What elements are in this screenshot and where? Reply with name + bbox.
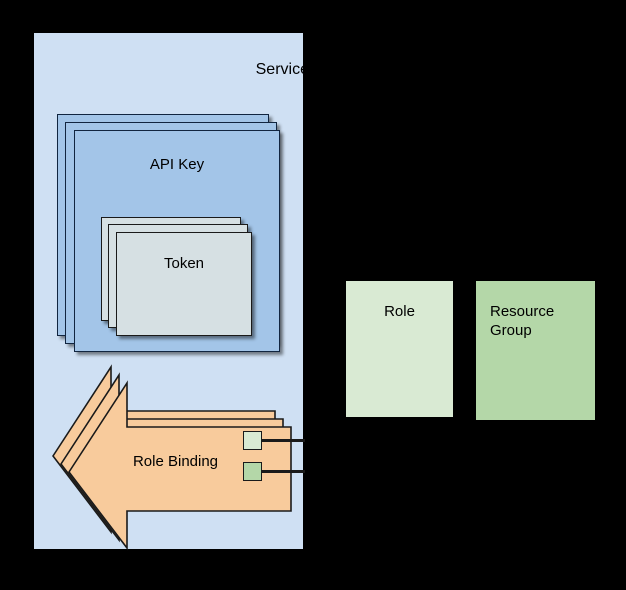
role-box[interactable]	[346, 281, 453, 417]
resource-group-box[interactable]	[476, 281, 595, 420]
resource-group-connector-line	[261, 470, 305, 473]
role-connector-square[interactable]	[243, 431, 262, 450]
role-connector-line	[261, 439, 305, 442]
role-binding-arrow-front[interactable]	[68, 380, 292, 551]
token-card-front[interactable]	[116, 232, 252, 336]
resource-group-connector-square[interactable]	[243, 462, 262, 481]
